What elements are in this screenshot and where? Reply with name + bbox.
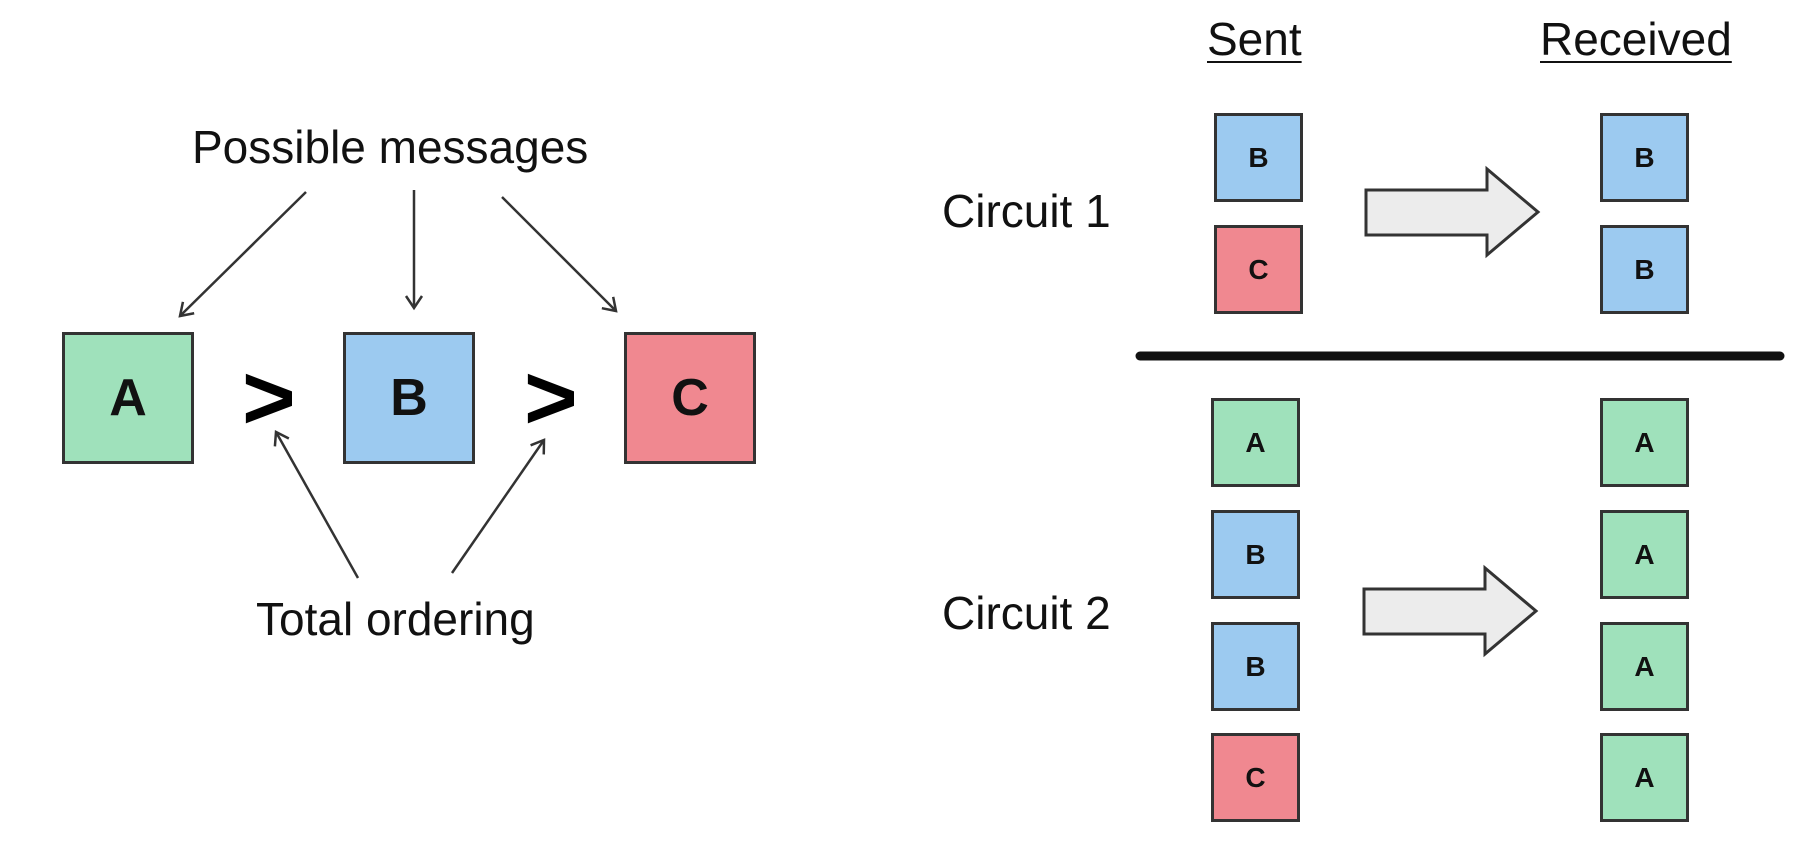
greater-than-symbol-1: > xyxy=(242,347,296,449)
circuit1-sent-box: C xyxy=(1214,225,1303,314)
arrow-to-second-gt xyxy=(450,438,546,574)
circuit2-block-arrow xyxy=(1362,564,1539,658)
arrow-to-first-gt xyxy=(273,430,360,579)
message-box-b: B xyxy=(343,332,475,464)
circuit1-label: Circuit 1 xyxy=(942,185,1111,237)
received-header: Received xyxy=(1540,13,1732,65)
sent-header: Sent xyxy=(1207,13,1302,65)
circuit2-sent-box: C xyxy=(1211,733,1300,822)
circuit1-block-arrow xyxy=(1364,165,1541,259)
message-box-c: C xyxy=(624,332,756,464)
circuit2-received-box: A xyxy=(1600,510,1689,599)
arrow-to-box-a xyxy=(178,191,307,318)
greater-than-symbol-2: > xyxy=(524,347,578,449)
arrow-to-box-c xyxy=(501,196,618,313)
circuit1-received-box: B xyxy=(1600,113,1689,202)
circuit2-sent-box: B xyxy=(1211,510,1300,599)
circuit2-sent-box: A xyxy=(1211,398,1300,487)
circuit2-received-box: A xyxy=(1600,733,1689,822)
circuit1-sent-box: B xyxy=(1214,113,1303,202)
circuit1-received-box: B xyxy=(1600,225,1689,314)
possible-messages-label: Possible messages xyxy=(192,121,589,173)
total-ordering-label: Total ordering xyxy=(256,593,535,645)
circuit2-received-box: A xyxy=(1600,622,1689,711)
message-box-a: A xyxy=(62,332,194,464)
circuit2-sent-box: B xyxy=(1211,622,1300,711)
circuit2-label: Circuit 2 xyxy=(942,587,1111,639)
circuit2-received-box: A xyxy=(1600,398,1689,487)
